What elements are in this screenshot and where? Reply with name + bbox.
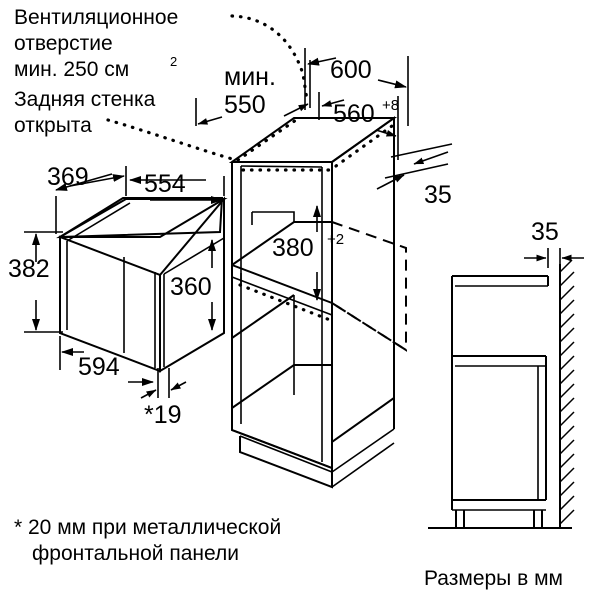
- vent-dots-shelf: [238, 283, 332, 322]
- dim-label-35-top: 35: [424, 181, 452, 209]
- footnote-line2: фронтальной панели: [32, 542, 239, 565]
- ext-35-upper: [390, 143, 453, 158]
- dim-label-min-550: 550: [224, 91, 266, 119]
- dim-label-380: 380: [272, 234, 314, 262]
- dim-appliance-height-360: 360: [170, 239, 216, 331]
- arrow-35-in-upper: [413, 151, 449, 165]
- appliance-side-inner-edge: [163, 237, 225, 275]
- cabinet-shelf-front-edge-lower: [231, 276, 333, 316]
- appliance-ghost-bottom: [331, 302, 407, 351]
- note-ventilation-superscript: 2: [170, 54, 177, 69]
- cabinet-base-front: [231, 429, 333, 469]
- cabinet-plinth-right-lower: [331, 442, 395, 488]
- dim-label-594: 594: [78, 353, 120, 381]
- arrow-369-right: [69, 174, 125, 187]
- cabinet-right-face: [331, 116, 395, 444]
- side-foot-left: [455, 510, 465, 529]
- note-ventilation-line1: Вентиляционное: [14, 6, 178, 29]
- side-view-drawing: [428, 259, 575, 529]
- dim-cabinet-top-gap-35: 35: [376, 143, 453, 209]
- dim-appliance-height-382: 382: [8, 231, 63, 333]
- footnote-line1: * 20 мм при металлической: [14, 516, 281, 539]
- leader-back-wall-dotted: [106, 118, 238, 162]
- dim-label-369: 369: [47, 163, 89, 191]
- cabinet-plinth-right: [331, 428, 395, 473]
- appliance-front-face: [59, 235, 161, 373]
- arrow-550-right: [283, 103, 309, 117]
- leader-ventilation-dotted: [230, 14, 309, 102]
- vent-dots-top-left: [236, 118, 298, 162]
- arrow-19-in-right: [170, 381, 187, 391]
- dim-label-554: 554: [144, 170, 186, 198]
- cabinet-upper-back-reveal: [252, 211, 295, 222]
- dim-cabinet-niche-height-380: 380 +2: [272, 205, 344, 301]
- arrow-550-left: [197, 116, 223, 125]
- cabinet-plinth-top: [239, 435, 333, 473]
- dim-appliance-panel-19: *19: [140, 368, 187, 429]
- dim-cabinet-niche-width-560: 560 +8: [318, 92, 399, 160]
- note-ventilation: Вентиляционное отверстие мин. 250 см 2: [14, 6, 178, 81]
- side-foot-right: [533, 510, 543, 529]
- cabinet-isometric: [228, 116, 407, 489]
- dim-cabinet-width-600: 600: [304, 48, 409, 126]
- dim-appliance-depth-369: 369: [47, 163, 127, 234]
- dim-appliance-width-554: 554: [129, 170, 225, 204]
- note-back-wall: Задняя стенка открыта: [14, 88, 156, 137]
- dim-label-600: 600: [330, 56, 372, 84]
- dim-appliance-width-594: 594: [59, 336, 154, 386]
- dim-cabinet-min-depth-550: мин. 550: [195, 60, 311, 126]
- arrow-560-left: [321, 99, 345, 107]
- dim-label-382: 382: [8, 255, 50, 283]
- cabinet-lower-back-top: [231, 294, 295, 339]
- vent-dots-top-right: [334, 124, 394, 168]
- arrow-600-left: [307, 57, 337, 66]
- note-back-wall-line1: Задняя стенка: [14, 88, 156, 111]
- dim-label-560: 560: [333, 100, 375, 128]
- dim-label-35-side: 35: [531, 218, 559, 246]
- units-note: Размеры в мм: [424, 567, 563, 590]
- note-ventilation-line3: мин. 250 см: [14, 58, 129, 81]
- note-ventilation-line2: отверстие: [14, 32, 113, 55]
- cabinet-plinth: [239, 436, 333, 489]
- cabinet-top-inner-front: [240, 165, 323, 168]
- dim-label-380-tolerance: +2: [327, 231, 344, 248]
- side-wall-hatching: [559, 259, 575, 525]
- note-back-wall-line2: открыта: [14, 114, 92, 137]
- dim-label-19: *19: [144, 401, 182, 429]
- appliance-right-face: [159, 196, 225, 373]
- dim-label-360: 360: [170, 273, 212, 301]
- dim-label-560-tolerance: +8: [382, 97, 399, 114]
- dim-side-view-gap-35: 35: [524, 218, 584, 268]
- dim-label-min-prefix: мин.: [224, 63, 276, 91]
- arrow-560-right: [375, 129, 397, 137]
- cabinet-base-back: [231, 364, 332, 409]
- arrow-19-in-left: [140, 389, 157, 399]
- arrow-369-left: [55, 173, 113, 191]
- appliance-top-inner-edge: [66, 202, 131, 242]
- arrow-600-right: [377, 79, 407, 89]
- arrow-35-in-lower: [376, 174, 405, 190]
